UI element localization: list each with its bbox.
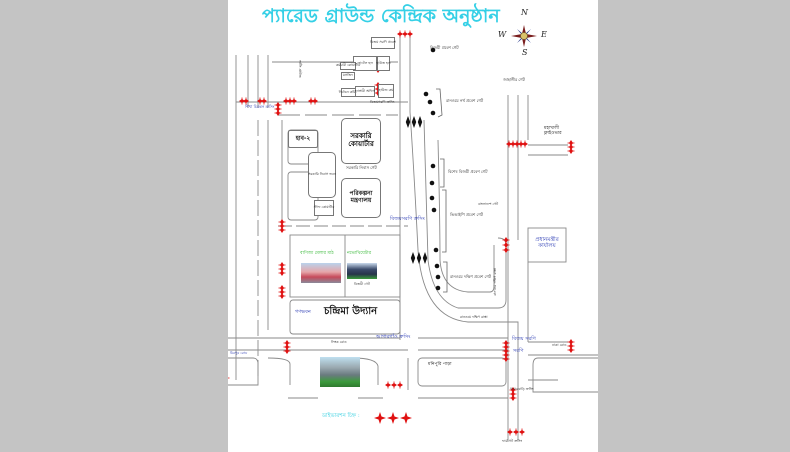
label-runway-vertical: রানওয়ে দক্ষিণ রাস্তা	[493, 268, 497, 296]
gate-dots	[423, 47, 441, 291]
label-jahangir-gate: জাহাঙ্গীর গেট	[503, 77, 525, 82]
checkpoint-markers	[405, 116, 428, 264]
label-special-gate: বিশেষ বিজয়ী প্রবেশ গেট	[448, 169, 488, 174]
label-south-gate: রানওয়ে দক্ষিণ প্রবেশ গেট	[450, 274, 491, 279]
label-khamarbari: খামারবাড়ি ক্রসিং	[510, 387, 534, 391]
label-bijoy-crossing-top: বিজয়সরণি ক্রসিং	[370, 100, 395, 104]
trade-fair-photo	[301, 263, 341, 283]
label-mirpur-road: মিরপুর রোড	[230, 351, 248, 355]
label-vip-gate: ভিআইপি প্রবেশ গেট	[450, 212, 483, 217]
label-middle-gate: রানওয়ে নর্থ প্রবেশ গেট	[446, 98, 484, 103]
building-block-a: কর্মচারী কোয়ার্টার	[336, 62, 360, 70]
label-pm-office: প্রধানমন্ত্রীর কার্যালয়	[535, 237, 559, 250]
legend-diversion-label: ডাইভারশন চিহ্ন :	[322, 413, 360, 419]
label-bijoy-crossing: বিজয়সরণি ক্রসিং	[390, 216, 425, 222]
label-shooting-ground: শুটিং গ্রাউন্ড	[297, 60, 302, 78]
label-chandrima-uddyan: চন্দ্রিমা উদ্যান	[324, 306, 378, 317]
label-ganabhaban: গণভবন	[295, 309, 311, 315]
building-block-b: মসজিদ	[341, 72, 355, 80]
label-manipuri-para: মনিপুরি পাড়া	[428, 362, 452, 367]
label-bijoy-sarani: বিজয় সরণি	[512, 336, 536, 342]
diversion-markers	[228, 30, 575, 436]
novo-theatre-photo	[347, 263, 377, 279]
label-link-road: লিংক রোড	[331, 340, 347, 344]
building-block-3: হ্যাঙ্গারী অফিস	[355, 86, 375, 97]
building-hall-right: হাউজ হল	[376, 56, 391, 71]
label-farmgate: ফার্মগেট ক্রসিং	[502, 439, 522, 443]
compass-s: S	[522, 48, 528, 57]
label-novo-theatre: নভোথিয়েটার	[347, 251, 372, 256]
compass-e: E	[541, 30, 547, 39]
map-title: প্যারেড গ্রাউন্ড কেন্দ্রিক অনুষ্ঠান	[262, 5, 500, 27]
label-agargaon-crossing: আগারগাঁও ক্রসিং	[376, 334, 411, 340]
building-block-4: হাউজ রুম	[378, 84, 394, 98]
label-trade-fair: বাণিজ্য মেলার মাঠ	[300, 251, 334, 256]
building-small-block: স্টাফ কোয়ার্টার	[314, 200, 334, 216]
label-mohakhali-flyover: মহাখালী ফ্লাইওভার	[544, 126, 562, 136]
label-parking-gate: বাংলাদেশ গেট	[478, 202, 499, 206]
label-runway-south: রানওয়ে দক্ষিণ রাস্তা	[460, 315, 488, 319]
building-govt-quarter: সরকারি কোয়ার্টার	[341, 118, 381, 164]
building-staff-housing: হাব-২	[288, 130, 318, 148]
label-top-gate: বিজয়ী প্রবেশ গেট	[430, 45, 459, 50]
label-bijoy-sarani-2: সরণি	[513, 348, 524, 354]
label-dhaka-road: ঢাকা রোড	[552, 343, 567, 347]
compass-rose	[511, 25, 537, 47]
map-page: প্যারেড গ্রাউন্ড কেন্দ্রিক অনুষ্ঠান	[228, 0, 598, 452]
label-novo-gate: বিজয়ী গেট	[354, 282, 370, 286]
building-bijoy-entrance: বিজয় সরণি প্রবেশ	[370, 37, 396, 49]
building-long-block: সরকারি নিবাস ভবন	[308, 152, 336, 198]
compass-w: W	[498, 30, 507, 39]
road-network	[228, 25, 598, 440]
gate-brackets	[436, 88, 448, 293]
parliament-photo	[320, 357, 360, 387]
legend-diversion-stars	[374, 412, 412, 424]
label-govt-quarter-gate: সরকারি নিবাস গেট	[346, 165, 377, 170]
building-planning-ministry: পরিকল্পনা মন্ত্রণালয়	[341, 178, 381, 218]
compass-n: N	[521, 8, 528, 17]
label-shikha-crossing: শিখা চিরন্তন ক্রসিং	[245, 104, 275, 109]
